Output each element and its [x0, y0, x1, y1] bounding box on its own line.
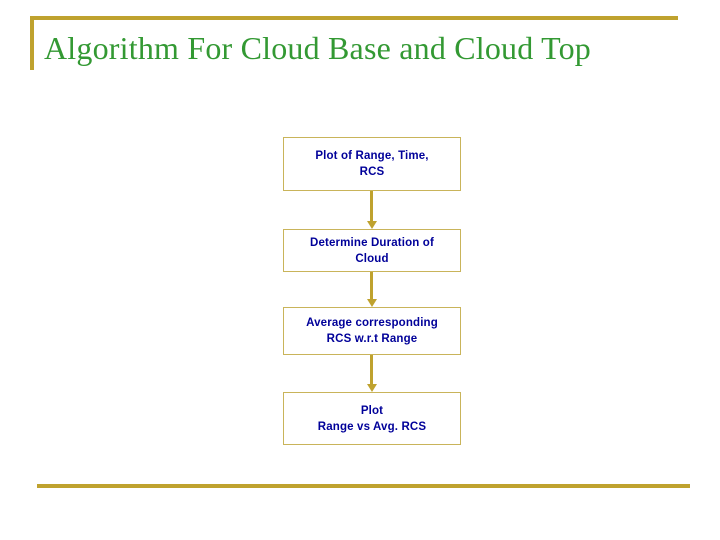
flow-box-plot-range-time-rcs[interactable]: Plot of Range, Time, RCS	[283, 137, 461, 191]
flow-box-average-corresponding-rcs[interactable]: Average corresponding RCS w.r.t Range	[283, 307, 461, 355]
page-title: Algorithm For Cloud Base and Cloud Top	[44, 30, 591, 66]
arrow-head-icon	[366, 221, 377, 229]
footer-rule	[37, 484, 690, 488]
title-rule-left	[30, 16, 34, 70]
arrow-down-icon-3	[366, 355, 377, 392]
flow-box-label: Plot Range vs Avg. RCS	[317, 404, 427, 433]
arrow-head-icon	[366, 384, 377, 392]
flow-box-plot-range-vs-avg-rcs[interactable]: Plot Range vs Avg. RCS	[283, 392, 461, 445]
arrow-down-icon-1	[366, 191, 377, 229]
flow-box-label: Plot of Range, Time, RCS	[315, 150, 429, 178]
flow-box-determine-duration-of-cloud[interactable]: Determine Duration of Cloud	[283, 229, 461, 272]
arrow-down-icon-2	[366, 272, 377, 307]
title-rule-top	[30, 16, 678, 20]
flow-box-label: Average corresponding RCS w.r.t Range	[306, 317, 438, 345]
arrow-head-icon	[366, 299, 377, 307]
flow-box-label: Determine Duration of Cloud	[310, 236, 434, 265]
